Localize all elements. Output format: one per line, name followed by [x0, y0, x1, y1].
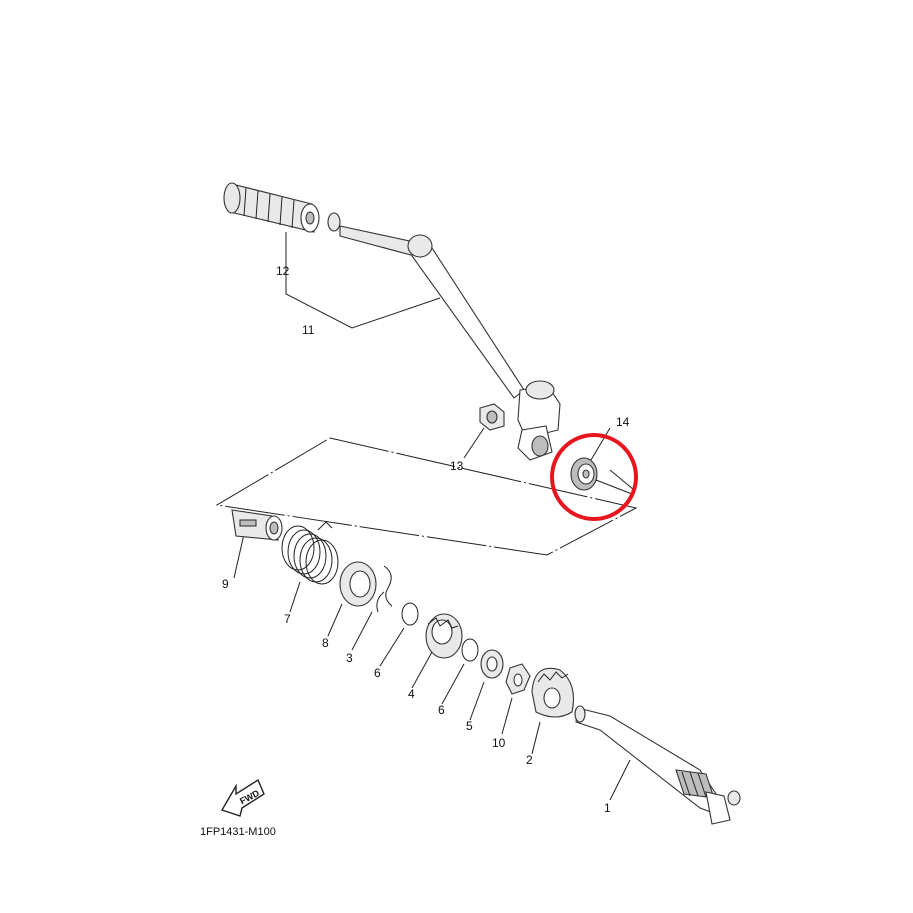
- kick-grip: [223, 182, 320, 233]
- callout-13: 13: [450, 459, 464, 473]
- spring-clip: [376, 565, 393, 613]
- torsion-spring: [281, 521, 339, 585]
- callout-11: 11: [302, 323, 315, 337]
- callout-2: 2: [526, 753, 533, 767]
- kick-gear: [531, 667, 575, 718]
- kick-crank: [327, 212, 561, 461]
- leader-lines: [233, 232, 635, 801]
- fwd-arrow-icon: FWD: [220, 778, 265, 817]
- washer: [480, 649, 504, 679]
- callout-12: 12: [276, 264, 290, 278]
- callout-6: 6: [374, 666, 381, 680]
- callout-7: 7: [284, 612, 291, 626]
- callout-labels: 1 2 3 4 5 6 6 7 8 9 10 11 12 13 14: [222, 264, 630, 815]
- nut: [479, 403, 505, 431]
- circlip: [401, 602, 419, 626]
- highlight-circle: [550, 433, 638, 521]
- spring-cover: [339, 561, 377, 607]
- ratchet-wheel: [425, 613, 463, 659]
- callout-4: 4: [408, 687, 415, 701]
- drawing-code: 1FP1431-M100: [200, 826, 276, 838]
- callout-8: 8: [322, 636, 329, 650]
- callout-9: 9: [222, 577, 229, 591]
- kick-axle: [574, 705, 741, 825]
- assembly-outline: [215, 437, 638, 556]
- callout-10: 10: [492, 736, 506, 750]
- callout-6: 6: [438, 703, 445, 717]
- callout-1: 1: [604, 801, 611, 815]
- callout-14: 14: [616, 415, 630, 429]
- callout-5: 5: [466, 719, 473, 733]
- collar: [231, 509, 283, 541]
- circlip: [461, 638, 479, 662]
- callout-3: 3: [346, 651, 353, 665]
- guide-plate: [505, 663, 531, 695]
- oil-seal: [570, 457, 633, 495]
